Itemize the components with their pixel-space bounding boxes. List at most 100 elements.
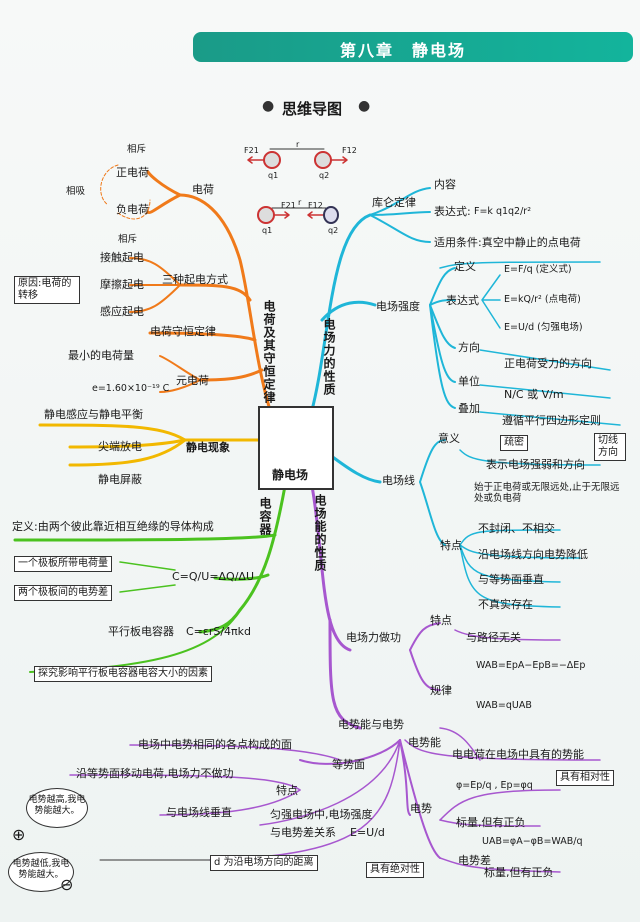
equipotential-no-work: 沿等势面移动电荷,电场力不做功 [76, 767, 234, 780]
charge-label-q1b: q1 [262, 226, 273, 235]
mindmap-title: 思维导图 [282, 100, 343, 118]
plate-voltage-note: 两个极板间的电势差 [14, 585, 112, 601]
attract-label: 相吸 [66, 186, 86, 197]
capacitance-factors-note: 探究影响平行板电容器电容大小的因素 [34, 666, 212, 682]
charge-label-q1: q1 [268, 171, 279, 180]
potential-energy-text: 电电荷在电场中具有的势能 [452, 748, 584, 761]
feature-perpendicular: 与等势面垂直 [478, 573, 544, 586]
parallel-plate-capacitor: 平行板电容器 [108, 625, 174, 638]
uab-formula: UAB=φA−φB=WAB/q [482, 836, 583, 847]
field-unit-label: 单位 [458, 375, 480, 388]
field-direction-text: 正电荷受力的方向 [504, 357, 592, 370]
coulomb-formula: F=k q1q2/r² [474, 206, 532, 217]
branch-title-capacitor: 电容器 [258, 497, 272, 536]
negative-charge: 负电荷 [116, 203, 149, 216]
field-expression-label: 表达式 [446, 294, 479, 307]
coulomb-law: 库仑定律 [372, 196, 416, 209]
path-independent: 与路径无关 [466, 631, 521, 644]
field-definition-label: 定义 [454, 260, 476, 273]
potential-energy: 电势能 [408, 736, 441, 749]
force-branch-lines [310, 187, 621, 608]
superposition-label: 叠加 [458, 402, 480, 415]
capacitor-definition: 定义:由两个彼此靠近相互绝缘的导体构成 [12, 520, 214, 533]
uniform-relation-2: 与电势差关系 [270, 826, 336, 839]
capacitor-branch-lines [13, 484, 287, 673]
contact-electrification: 接触起电 [100, 251, 144, 264]
cause-note: 原因:电荷的转移 [14, 276, 80, 304]
center-label: 静电场 [272, 468, 309, 482]
energy-potential-node: 电势能与电势 [338, 718, 404, 731]
force-label-f21b: F21 [281, 201, 296, 210]
uniform-field-formula: E=U/d (匀强电场) [504, 322, 583, 333]
field-lines-meaning: 意义 [438, 432, 460, 445]
force-label-f21: F21 [244, 146, 259, 155]
field-lines: 电场线 [382, 474, 415, 487]
work-rule-label: 规律 [430, 684, 452, 697]
capacitance-formula: C=Q/U=ΔQ/ΔU [172, 570, 254, 583]
equipotential-definition: 电场中电势相同的各点构成的面 [138, 738, 292, 751]
thought-cloud-bottom: 电势越低,我电势能越大。 [8, 852, 74, 892]
branch-title-energy: 电场能的性质 [313, 494, 327, 572]
potential-diff-scalar: 标量,但有正负 [484, 866, 554, 879]
distance-label-2: r [298, 198, 302, 207]
friction-electrification: 摩擦起电 [100, 278, 144, 291]
elementary-charge-value: e=1.60×10⁻¹⁹ C [92, 383, 170, 394]
coulomb-expression-label: 表达式: [434, 205, 471, 218]
charge-branch-lines [129, 170, 272, 412]
potential-scalar: 标量,但有正负 [456, 816, 526, 829]
absolute-box: 具有绝对性 [366, 862, 424, 878]
coulomb-content: 内容 [434, 178, 456, 191]
branch-title-charge: 电荷及其守恒定律 [262, 300, 276, 404]
repel-label-2: 相斥 [118, 234, 138, 245]
charge-node: 电荷 [192, 183, 214, 196]
repel-label: 相斥 [127, 144, 147, 155]
charge-label-q2b: q2 [328, 226, 339, 235]
equipotential-features: 特点 [276, 784, 298, 797]
conservation-law: 电荷守恒定律 [150, 325, 216, 338]
potential-formula: φ=Ep/q , Ep=φq [456, 780, 533, 791]
chapter-title: 第八章 静电场 [340, 41, 467, 60]
coulomb-condition: 适用条件:真空中静止的点电荷 [434, 236, 581, 249]
field-force-work: 电场力做功 [346, 631, 401, 644]
work-formula-voltage: WAB=qUAB [476, 700, 532, 711]
dot-icon: ● [262, 98, 275, 114]
cartoon-charge-icon: ⊕ [12, 825, 26, 844]
three-ways-node: 三种起电方式 [162, 273, 228, 286]
equipotential-perpendicular: 与电场线垂直 [166, 806, 232, 819]
potential: 电势 [410, 802, 432, 815]
start-end-text: 始于正电荷或无限远处,止于无限远处或负电荷 [474, 482, 620, 504]
work-feature-label: 特点 [430, 614, 452, 627]
force-label-f12: F12 [342, 146, 357, 155]
chapter-banner [193, 32, 633, 62]
meaning-text: 表示电场强弱和方向 [486, 458, 585, 471]
tangent-direction-box: 切线方向 [594, 433, 626, 461]
distance-label: r [296, 140, 300, 149]
plate-charge-note: 一个极板所带电荷量 [14, 556, 112, 572]
phenomena-title: 静电现象 [186, 441, 230, 454]
field-direction-label: 方向 [458, 341, 480, 354]
parallel-plate-formula: C=εrS/4πkd [186, 625, 252, 638]
potential-difference: 电势差 [458, 854, 491, 867]
field-lines-features: 特点 [440, 539, 462, 552]
density-box: 疏密 [500, 435, 528, 451]
distance-note: d 为沿电场方向的距离 [210, 855, 318, 871]
phenomenon-point-discharge: 尖端放电 [98, 440, 142, 453]
branch-title-force: 电场力的性质 [322, 318, 336, 396]
e-ud-formula: E=U/d [350, 826, 385, 839]
definition-formula: E=F/q (定义式) [504, 264, 572, 275]
min-charge-label: 最小的电荷量 [68, 349, 134, 362]
phenomenon-induction: 静电感应与静电平衡 [44, 408, 143, 421]
phenomenon-shielding: 静电屏蔽 [98, 473, 142, 486]
charge-label-q2: q2 [319, 171, 330, 180]
feature-closed: 不封闭、不相交 [478, 522, 555, 535]
superposition-text: 遵循平行四边形定则 [502, 414, 601, 427]
relative-box: 具有相对性 [556, 770, 614, 786]
work-formula-energy: WAB=EpA−EpB=−ΔEp [476, 660, 586, 671]
cartoon-charge-icon-2: ⊖ [60, 875, 74, 894]
feature-potential-drop: 沿电场线方向电势降低 [478, 548, 588, 561]
positive-charge: 正电荷 [116, 166, 149, 179]
force-label-f12b: F12 [308, 201, 323, 210]
charge-spheres [257, 151, 339, 224]
phenomena-branch-lines [38, 423, 260, 467]
